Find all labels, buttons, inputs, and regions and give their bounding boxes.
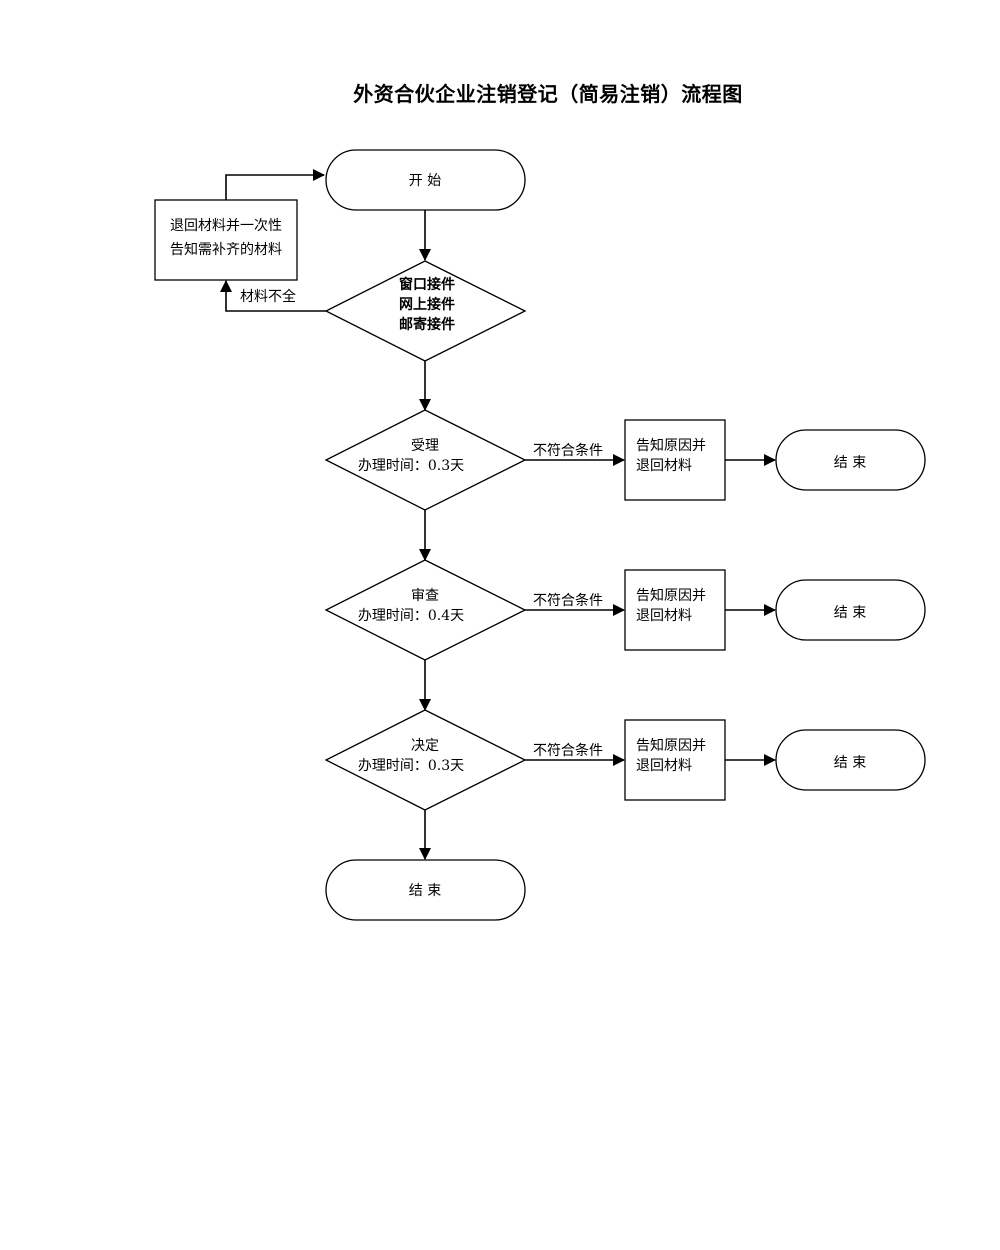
incomplete-label: 材料不全 bbox=[240, 288, 296, 305]
end-terminal-3 bbox=[775, 729, 926, 791]
reject-box-2 bbox=[624, 569, 726, 651]
reject-label-1: 不符合条件 bbox=[533, 442, 603, 459]
end-label-final: 结 束 bbox=[409, 883, 441, 899]
end-terminal-final bbox=[325, 859, 526, 921]
page-title: 外资合伙企业注销登记（简易注销）流程图 bbox=[353, 82, 743, 106]
step-review-time: 办理时间：0.4天 bbox=[358, 608, 464, 624]
step-accept-time: 办理时间：0.3天 bbox=[358, 458, 464, 474]
end-terminal-1 bbox=[775, 429, 926, 491]
return-box-line-2: 告知需补齐的材料 bbox=[170, 241, 282, 258]
reject-box-3-line-2: 退回材料 bbox=[636, 758, 692, 774]
return-materials-box bbox=[154, 199, 298, 281]
reject-box-2-line-1: 告知原因并 bbox=[636, 587, 706, 604]
end-label-3: 结 束 bbox=[834, 755, 866, 771]
reject-box-1-line-2: 退回材料 bbox=[636, 458, 692, 474]
end-label-2: 结 束 bbox=[834, 605, 866, 621]
intake-line-1: 窗口接件 bbox=[399, 276, 455, 293]
end-terminal-2 bbox=[775, 579, 926, 641]
end-label-1: 结 束 bbox=[834, 455, 866, 471]
reject-label-3: 不符合条件 bbox=[533, 742, 603, 759]
reject-label-2: 不符合条件 bbox=[533, 592, 603, 609]
reject-box-2-line-2: 退回材料 bbox=[636, 608, 692, 624]
start-label: 开 始 bbox=[409, 173, 441, 189]
step-decide-name: 决定 bbox=[411, 738, 439, 754]
step-review-name: 审查 bbox=[411, 588, 439, 604]
reject-box-3-line-1: 告知原因并 bbox=[636, 737, 706, 754]
reject-box-3 bbox=[624, 719, 726, 801]
arrow-incomplete bbox=[220, 280, 326, 312]
arrow-return-to-start bbox=[225, 169, 325, 200]
intake-line-2: 网上接件 bbox=[399, 296, 455, 313]
step-decide-time: 办理时间：0.3天 bbox=[358, 758, 464, 774]
step-accept-name: 受理 bbox=[411, 438, 439, 454]
reject-box-1-line-1: 告知原因并 bbox=[636, 437, 706, 454]
intake-line-3: 邮寄接件 bbox=[399, 316, 455, 333]
return-box-line-1: 退回材料并一次性 bbox=[170, 218, 282, 234]
